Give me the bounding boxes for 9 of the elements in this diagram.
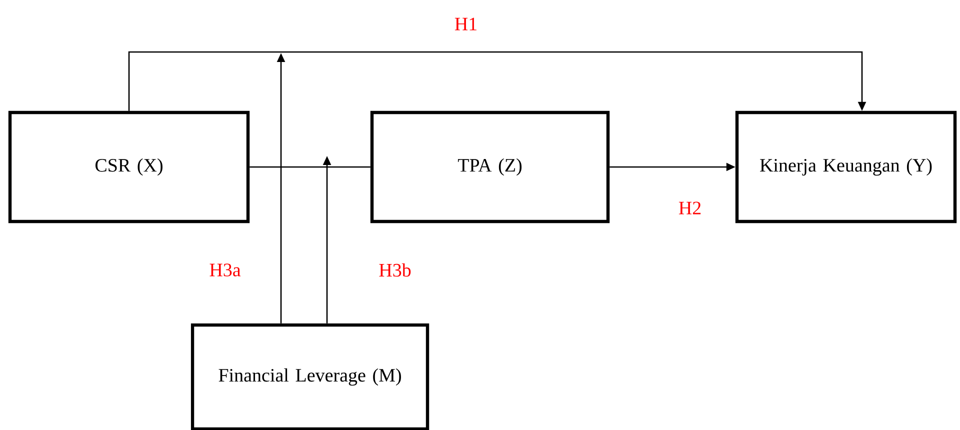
edge-label: H1 [453,16,479,32]
variable-box: Kinerja Keuangan (Y) [735,110,957,224]
edge-label: H3b [378,262,412,278]
variable-box: Financial Leverage (M) [190,323,430,430]
variable-box: TPA (Z) [370,110,610,224]
arrow [128,51,866,111]
edge-label: H2 [677,200,703,216]
variable-box: CSR (X) [8,110,250,224]
edge-label: H3a [208,262,242,278]
